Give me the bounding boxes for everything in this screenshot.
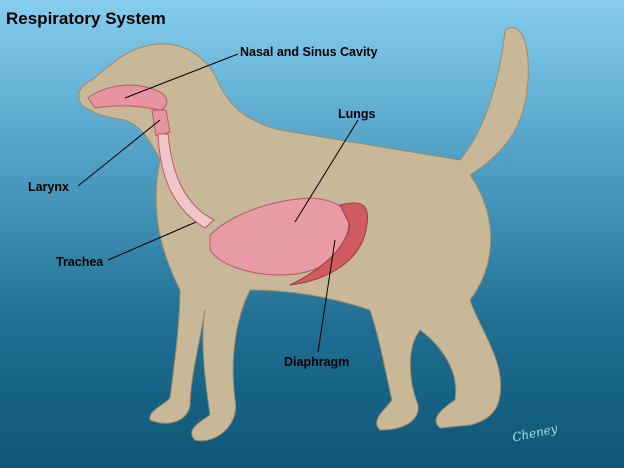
diagram-title: Respiratory System — [6, 9, 166, 28]
larynx — [151, 109, 171, 137]
leader-lines — [77, 53, 359, 353]
label-lungs: Lungs — [338, 107, 376, 121]
label-nasal-sinus-cavity: Nasal and Sinus Cavity — [240, 45, 378, 59]
label-trachea: Trachea — [56, 255, 104, 269]
diaphragm — [289, 202, 368, 286]
respiratory-organs — [87, 84, 368, 286]
nasal-cavity — [87, 84, 168, 111]
label-larynx: Larynx — [28, 180, 69, 194]
trachea — [157, 133, 215, 229]
label-diaphragm: Diaphragm — [284, 355, 350, 369]
